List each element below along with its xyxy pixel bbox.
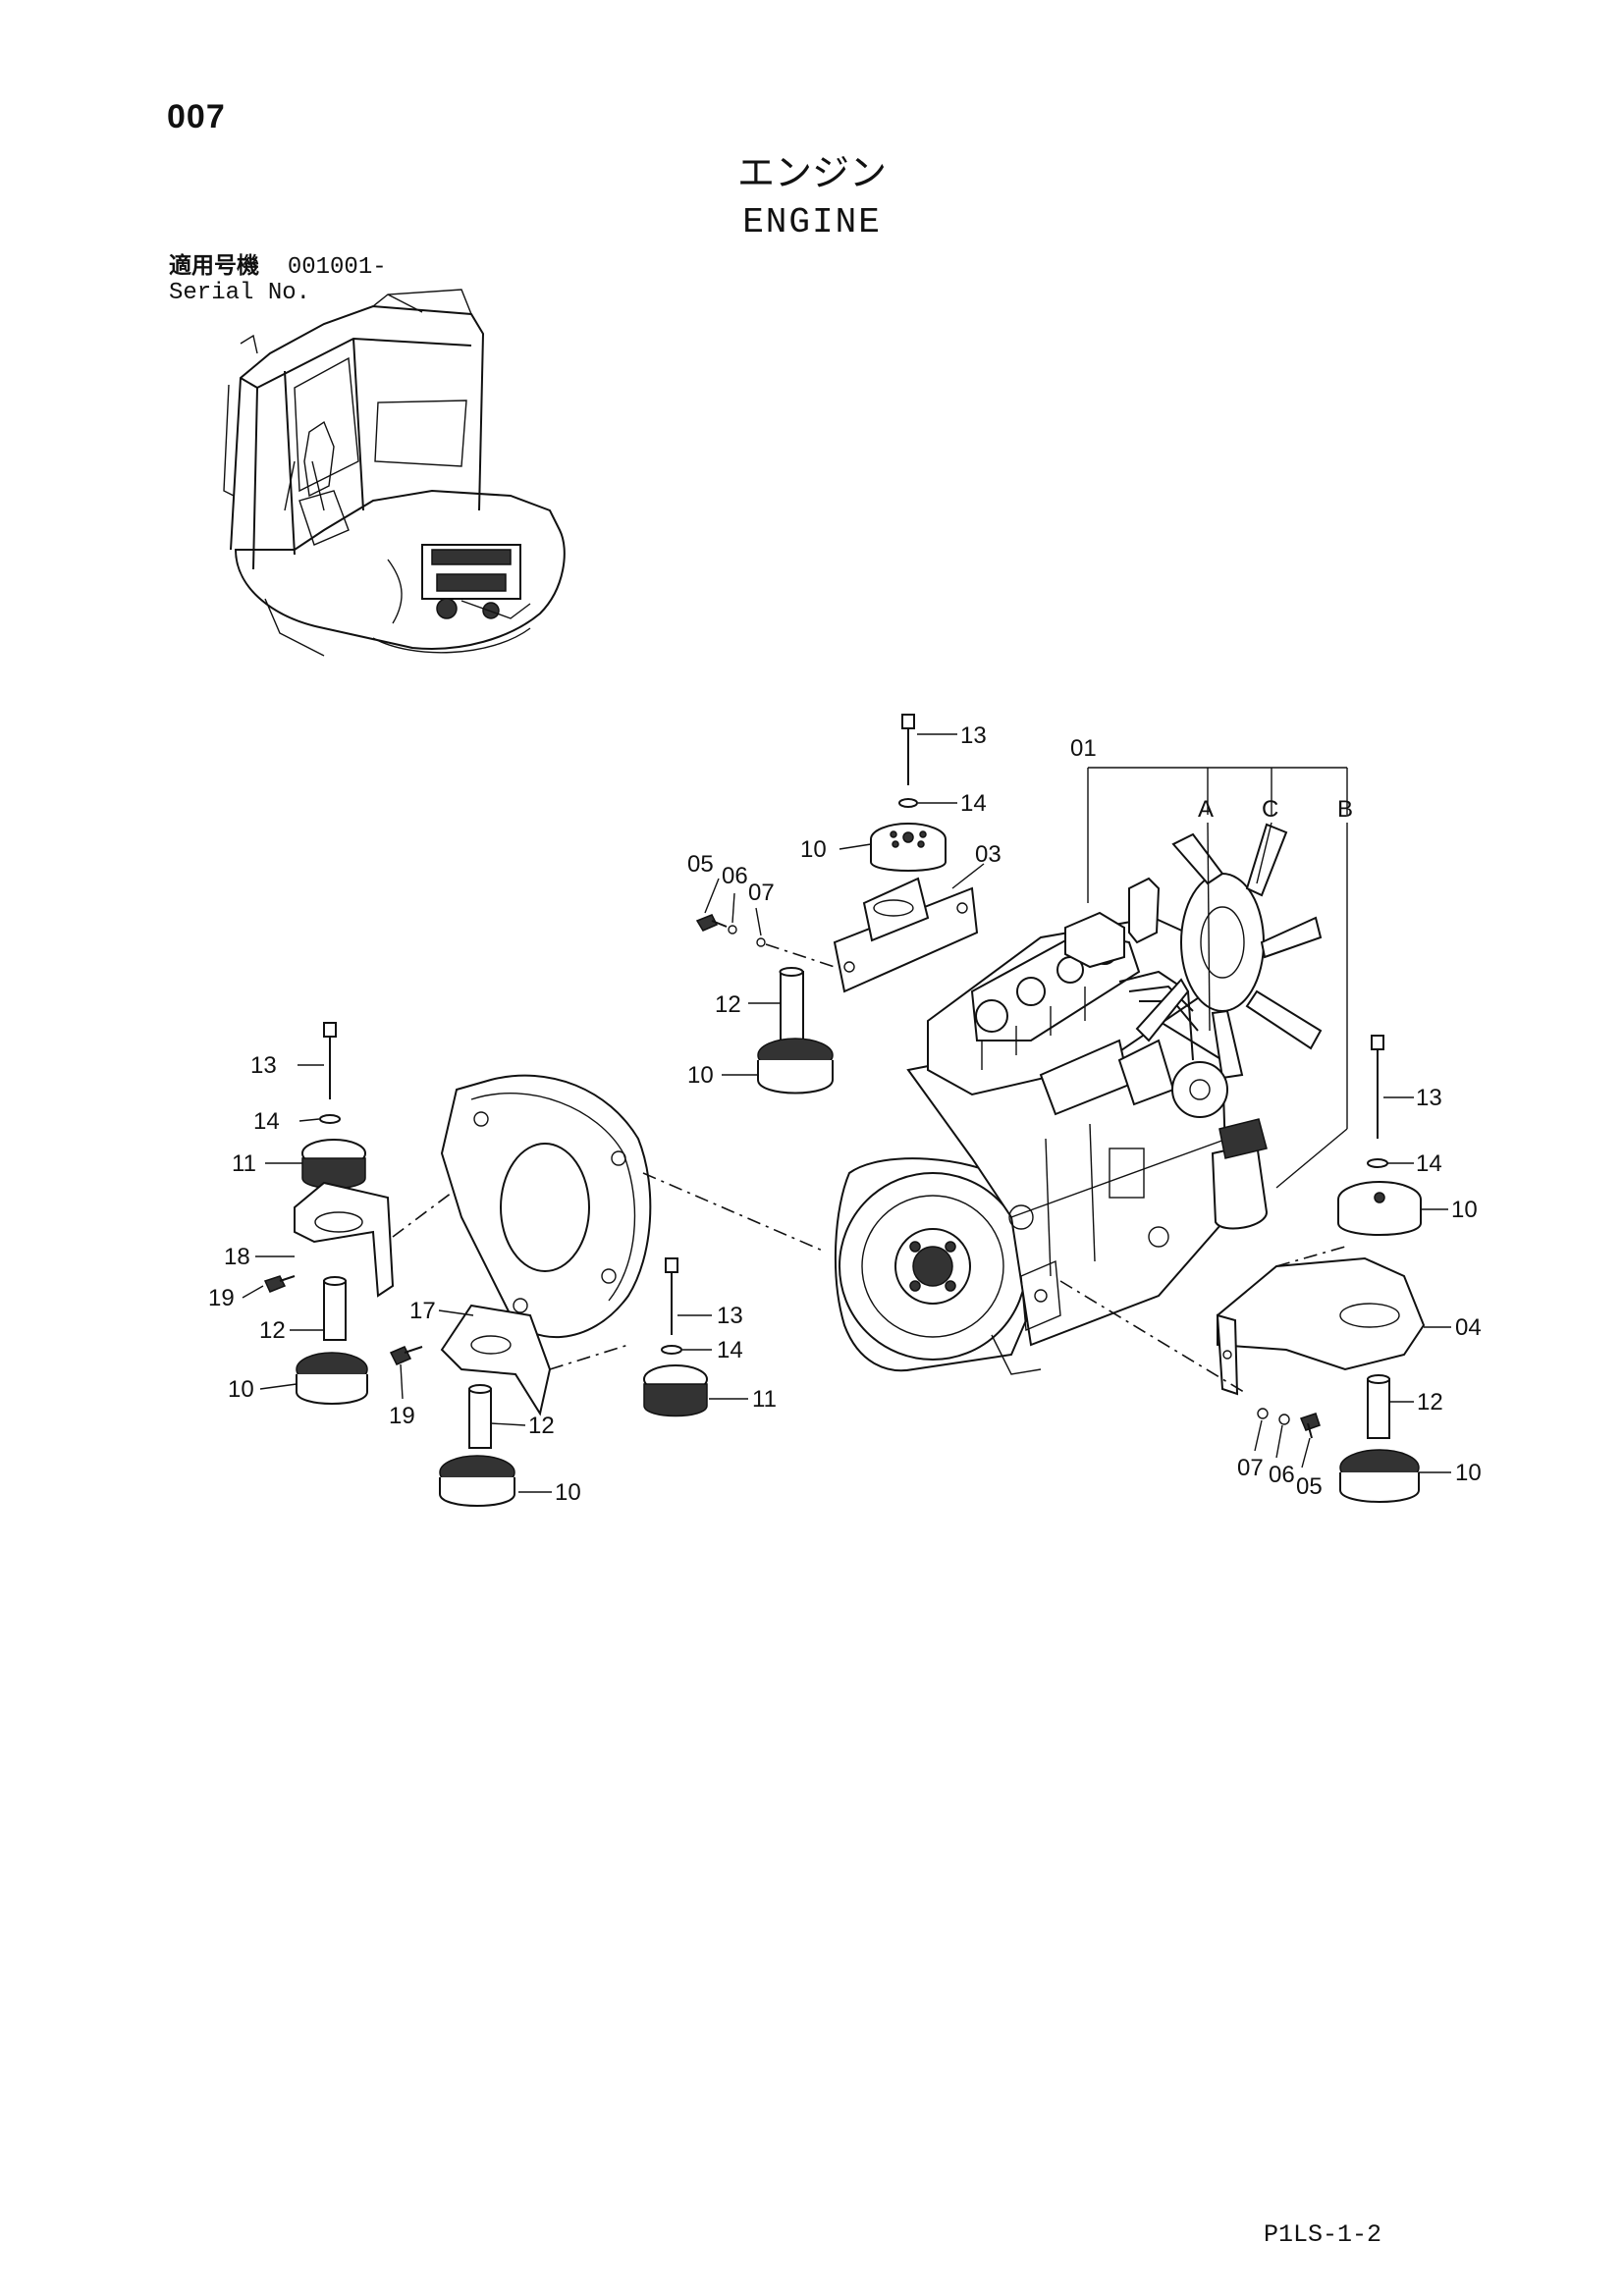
engine-thumbnail [421,544,531,619]
right-mount-stack [1059,1035,1426,1503]
callout-B: B [1337,796,1353,823]
flywheel-housing-plate [440,1074,652,1339]
callout-13-top: 13 [960,722,987,749]
callout-13-center: 13 [717,1303,743,1329]
callout-06-lower: 06 [1269,1462,1295,1488]
callout-14-right: 14 [1416,1150,1442,1177]
callout-12-right: 12 [1417,1389,1443,1415]
callout-C: C [1262,796,1278,823]
callout-10-top: 10 [800,836,827,863]
rear-left-mount-stack [263,1022,453,1405]
front-mount-bracket-03 [833,877,979,993]
serial-label-en: Serial No. [169,280,311,306]
rear-center-mount-stack [389,1172,826,1507]
spacer-12-center [779,967,804,1041]
bolt-set-upper [695,914,836,968]
callout-13-right: 13 [1416,1085,1442,1111]
bolt-13-top [898,714,918,808]
callout-11-left: 11 [232,1150,256,1177]
callout-13-left: 13 [250,1052,277,1079]
title-english: ENGINE [742,202,882,242]
callout-05-upper: 05 [687,851,714,878]
callout-19-center: 19 [389,1403,415,1429]
callout-A: A [1198,796,1214,823]
callout-17: 17 [409,1298,436,1324]
footer-page-code: P1LS-1-2 [1264,2220,1382,2249]
callout-05-lower: 05 [1296,1473,1323,1500]
callout-11-center: 11 [752,1386,777,1413]
callout-10-center: 10 [687,1062,714,1089]
serial-info: 適用号機 001001- Serial No. [169,253,387,306]
callout-12-left: 12 [259,1317,286,1344]
callout-06-upper: 06 [722,863,748,889]
page-title: エンジン ENGINE [0,142,1624,242]
callout-10-left: 10 [228,1376,254,1403]
leader-lines [242,733,1451,1493]
title-japanese: エンジン [736,151,887,194]
serial-value: 001001- [287,254,387,281]
rubber-mount-top [870,823,947,872]
callout-03: 03 [975,841,1001,868]
excavator-overview-illustration [223,289,566,657]
cooling-fan [1135,823,1323,1080]
engine-assembly [834,823,1323,1375]
callout-14-center: 14 [717,1337,743,1363]
page-number: 007 [167,98,226,135]
rubber-mount-center [757,1038,834,1095]
callout-14-top: 14 [960,790,987,817]
serial-label-jp: 適用号機 [169,253,259,279]
callout-18: 18 [224,1244,250,1270]
callout-07-lower: 07 [1237,1455,1264,1481]
callout-12-center-left: 12 [528,1413,555,1439]
callout-10-center-left: 10 [555,1479,581,1506]
callout-labels: 01 A C B 13 14 10 03 05 06 07 12 10 13 1… [208,722,1482,1506]
callout-12-center: 12 [715,991,741,1018]
callout-10-right-bottom: 10 [1455,1460,1482,1486]
callout-07-upper: 07 [748,880,775,906]
callout-04: 04 [1455,1314,1482,1341]
callout-19-left: 19 [208,1285,235,1311]
callout-14-left: 14 [253,1108,280,1135]
callout-01: 01 [1070,735,1097,762]
callout-10-right-top: 10 [1451,1197,1478,1223]
